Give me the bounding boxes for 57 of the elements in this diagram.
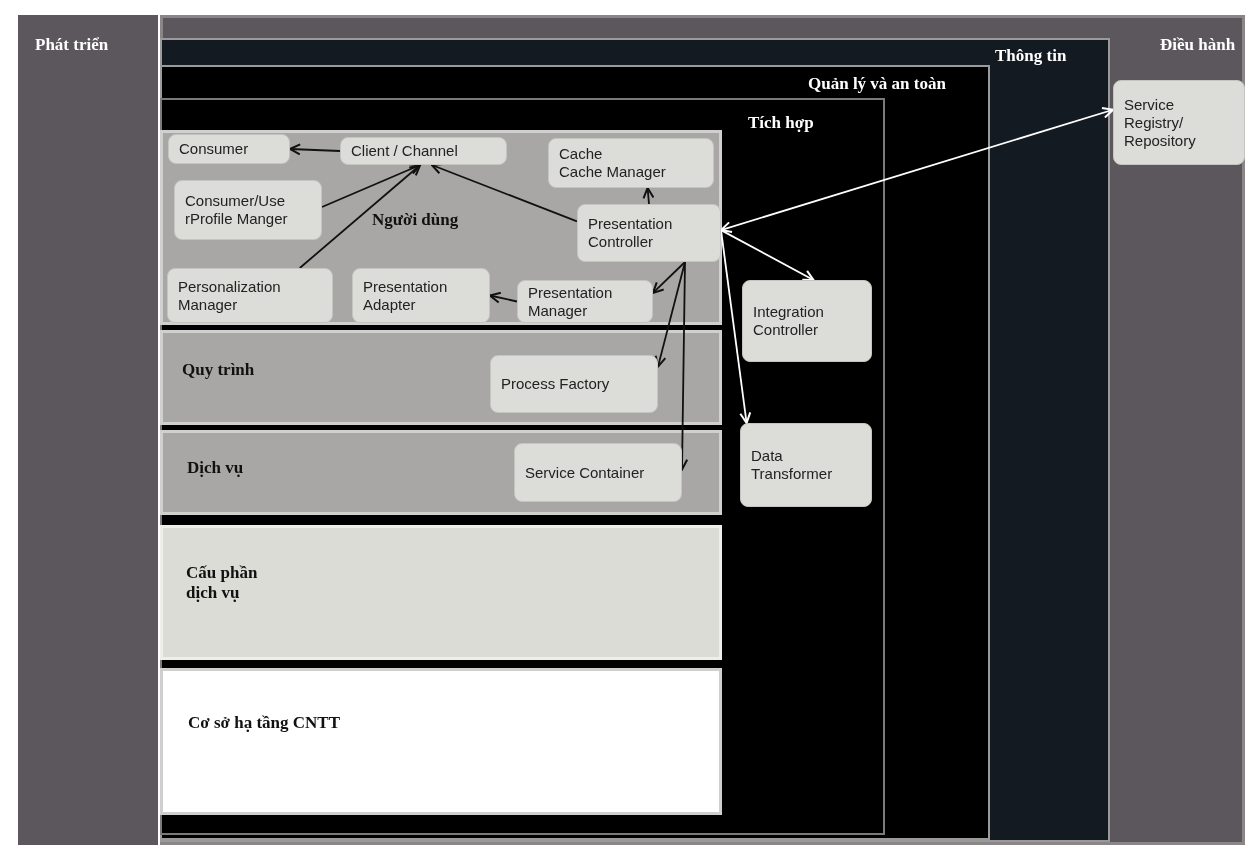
layer-label: Cơ sở hạ tầng CNTT [188,713,341,733]
layer-band [160,330,722,425]
component-label: Service Registry/ Repository [1124,95,1197,150]
layer-label: Cấu phần dịch vụ [186,563,259,603]
component-label: Client / Channel [351,142,459,160]
arrow [489,291,518,304]
component-label: Data Transformer [751,447,834,483]
layer-label: Dịch vụ [187,458,244,478]
layer-label: Thông tin [995,46,1067,66]
component-box [167,268,333,323]
component-box [577,204,721,262]
frame-panel [160,15,1245,845]
layer-label: Quản lý và an toàn [808,74,946,94]
component-box [514,443,682,502]
component-label: Personalization Manager [178,277,282,314]
component-label: Presentation Controller [588,215,674,251]
layer-label: Điều hành [1160,35,1236,55]
layer-label: Phát triển [35,35,109,55]
layer-label: Người dùng [372,210,459,230]
layer-band [160,430,722,515]
component-label: Process Factory [501,375,611,393]
layer-panel [160,65,990,840]
component-box [168,134,290,164]
arrow [720,229,815,281]
layer-label: Quy trình [182,360,255,380]
component-box [742,280,872,362]
arrow [720,229,752,424]
layer-panel [160,38,1110,842]
component-label: Integration Controller [753,303,825,339]
component-label: Cache Manager [559,163,667,181]
component-box [352,268,490,323]
component-box [490,355,658,413]
component-label: Cache [559,145,604,163]
component-label: Consumer/Use rProfile Manger [185,192,289,228]
arrow [654,261,686,368]
component-box [174,180,322,240]
layer-band [160,668,722,815]
arrow [720,106,1114,233]
layer-band [160,130,722,325]
component-box [340,137,507,165]
component-box [517,280,653,323]
layer-band [160,525,722,660]
column-panel [18,15,158,845]
arrow [430,162,578,223]
component-box [740,423,872,507]
layer-panel [160,98,885,835]
component-label: Presentation Manager [528,283,614,320]
component-box [548,138,714,188]
arrow [289,143,341,156]
layer-label: Tích hợp [748,113,814,133]
arrow [652,261,686,294]
component-box [1113,80,1245,165]
component-label: Consumer [179,140,250,158]
component-label: Service Container [525,463,646,482]
component-label: Presentation Adapter [363,277,449,314]
arrow [642,187,655,205]
arrow [298,164,422,269]
